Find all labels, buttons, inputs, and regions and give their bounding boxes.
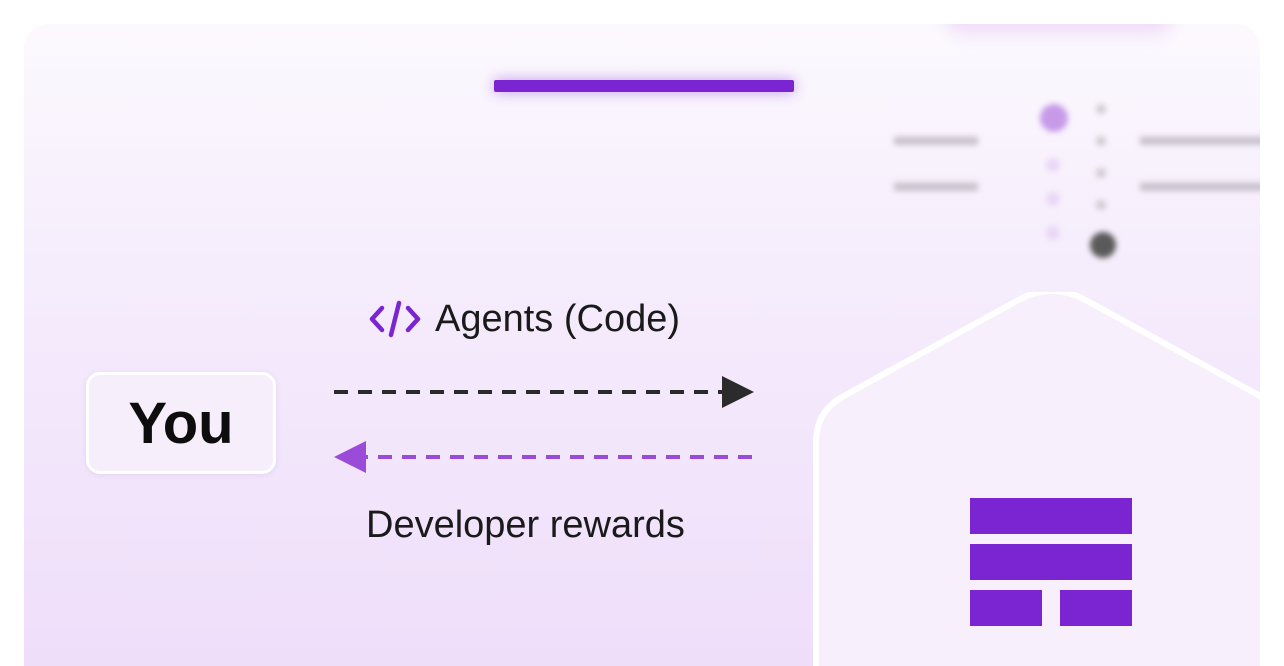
blurred-dot [1090, 232, 1116, 258]
blurred-text: ▬▬▬▬▬ [1140, 166, 1260, 197]
blurred-dot [1096, 104, 1106, 114]
blurred-text: ▬▬▬▬▬ [1140, 120, 1260, 151]
blurred-dot [1046, 158, 1060, 172]
agents-arrow [334, 376, 754, 408]
blurred-dot [1096, 168, 1106, 178]
you-node: You [86, 372, 276, 474]
blurred-dot [1040, 104, 1068, 132]
developer-rewards-label: Developer rewards [366, 504, 685, 546]
agents-label: Agents (Code) [435, 297, 681, 340]
blurred-text: ▬▬▬ [894, 166, 978, 197]
blurred-text: ▬▬▬ [894, 120, 978, 151]
blurred-dot [1046, 192, 1060, 206]
accent-bar [494, 80, 794, 92]
you-label: You [128, 390, 234, 456]
platform-house-shape [813, 292, 1260, 666]
blurred-background-shape [944, 24, 1174, 34]
diagram-canvas: ▬▬▬ ▬▬▬ ▬▬▬▬▬ ▬▬▬▬▬ Agents (Code) You [24, 24, 1260, 666]
agents-edge-label: Agents (Code) [369, 294, 680, 344]
code-icon [369, 300, 421, 338]
blurred-dot [1096, 200, 1106, 210]
rewards-arrow [334, 441, 752, 473]
brand-logo-icon [970, 498, 1132, 626]
blurred-background-panel: ▬▬▬ ▬▬▬ ▬▬▬▬▬ ▬▬▬▬▬ [874, 74, 1260, 264]
blurred-dot [1096, 136, 1106, 146]
blurred-dot [1046, 226, 1060, 240]
edge-arrows [334, 376, 754, 473]
